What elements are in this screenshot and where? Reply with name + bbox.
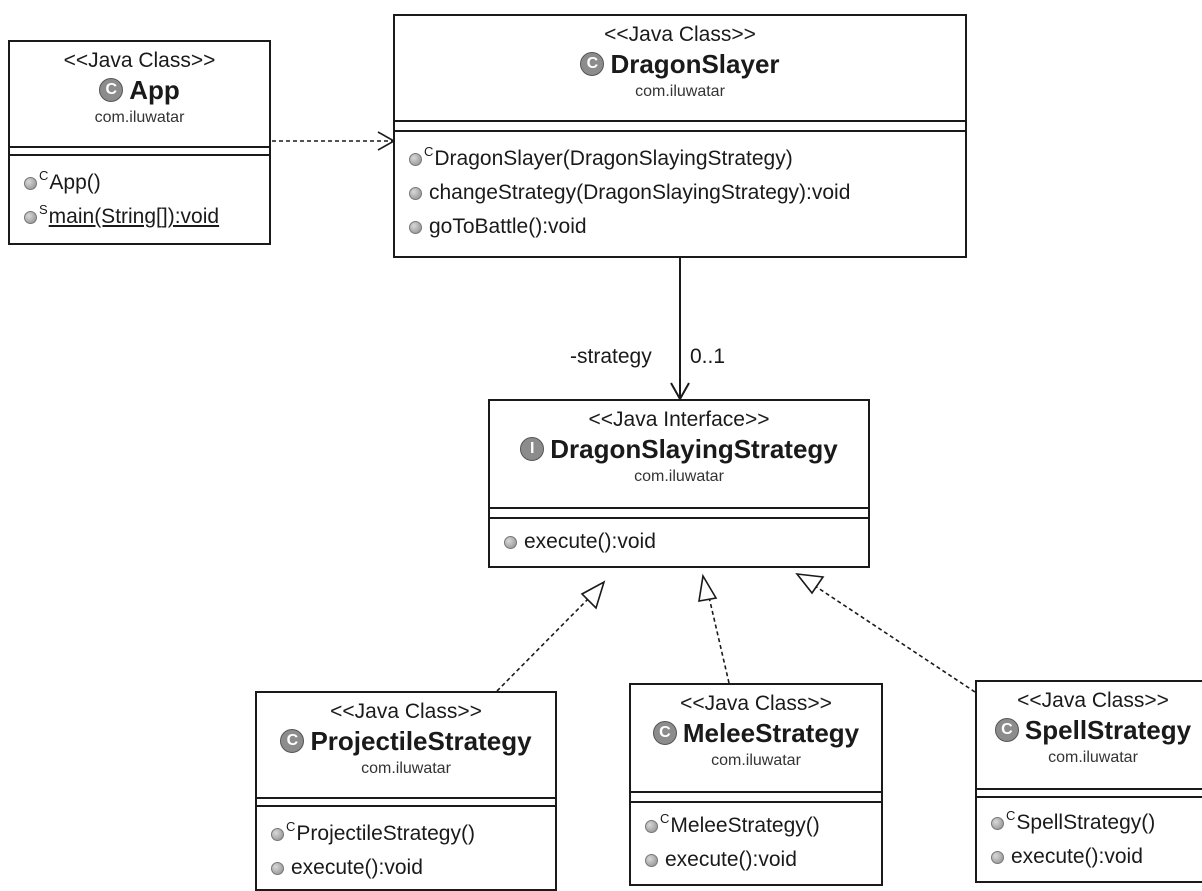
divider [10,154,269,156]
interface-icon: I [520,437,545,461]
divider [977,796,1202,798]
divider [257,805,555,807]
realization-line-projectile [496,594,593,692]
class-icon: C [652,721,677,745]
class-icon: C [580,52,605,76]
modifier-label: S [39,202,48,217]
public-method-icon [991,850,1004,864]
stereotype-label: <<Java Class>> [63,49,216,72]
public-method-icon [24,210,37,224]
divider [395,120,965,122]
stereotype-label: <<Java Interface>> [588,408,770,431]
public-method-icon [991,816,1004,830]
class-icon: C [994,718,1019,742]
public-method-icon [271,827,284,841]
package-label: com.iluwatar [635,83,725,100]
association-multiplicity-label: 0..1 [690,345,726,368]
modifier-label: C [424,144,434,159]
class-icon: C [99,78,124,102]
divider [631,801,881,803]
stereotype-label: <<Java Class>> [1017,689,1169,712]
association-role-label: -strategy [570,345,652,368]
package-label: com.iluwatar [634,468,724,485]
public-method-icon [409,220,422,234]
realization-line-melee [708,596,730,684]
package-label: com.iluwatar [1048,749,1138,766]
class-name: ProjectileStrategy [310,726,532,756]
method-member: goToBattle():void [409,210,965,244]
divider [257,797,555,799]
modifier-label: C [39,168,49,183]
modifier-label: C [286,819,296,834]
method-member: execute():void [645,843,881,877]
public-method-icon [409,152,422,166]
public-method-icon [409,186,422,200]
public-method-icon [504,535,517,549]
realization-line-spell [811,583,976,693]
method-member: execute():void [504,525,868,559]
divider [490,507,868,509]
package-label: com.iluwatar [711,752,801,769]
class-name: MeleeStrategy [682,718,860,748]
realization-triangle-projectile [580,580,606,610]
method-member: execute():void [271,851,555,885]
public-method-icon [271,861,284,875]
class-name: App [129,75,180,105]
public-method-icon [645,853,658,867]
stereotype-label: <<Java Class>> [680,692,832,715]
divider [631,791,881,793]
public-method-icon [645,819,658,833]
realization-triangle-melee [698,573,718,602]
method-member: changeStrategy(DragonSlayingStrategy):vo… [409,176,965,210]
divider [395,130,965,132]
class-name: SpellStrategy [1024,715,1192,745]
stereotype-label: <<Java Class>> [330,700,482,723]
divider [490,517,868,519]
realization-triangle-spell [795,572,825,595]
class-name: DragonSlayer [610,49,780,79]
class-icon: C [280,729,305,753]
package-label: com.iluwatar [361,760,451,777]
modifier-label: C [1006,808,1016,823]
modifier-label: C [660,811,670,826]
stereotype-label: <<Java Class>> [604,23,756,46]
interface-name: DragonSlayingStrategy [550,434,838,464]
public-method-icon [24,176,37,190]
divider [10,146,269,148]
package-label: com.iluwatar [94,109,185,126]
divider [977,788,1202,790]
method-member: execute():void [991,840,1202,874]
